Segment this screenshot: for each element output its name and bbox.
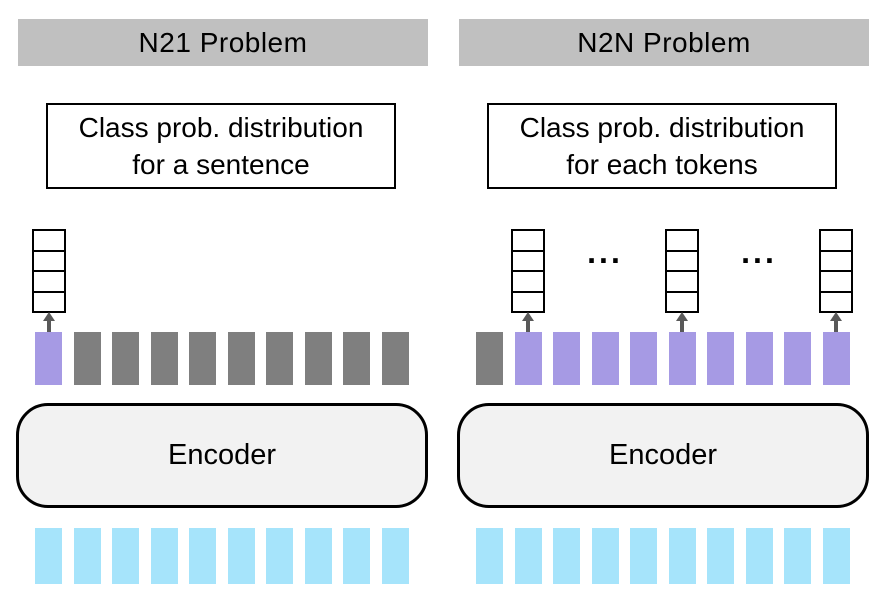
- description-line-2: for a sentence: [132, 149, 310, 180]
- input-token-bar: [553, 528, 580, 584]
- prob-vector-cell: [33, 290, 64, 312]
- encoder-box: Encoder: [457, 403, 869, 508]
- panel-title: N21 Problem: [18, 19, 428, 66]
- token-bar-muted: [343, 332, 370, 385]
- probability-layer: ......: [441, 0, 885, 613]
- input-token-bar: [304, 528, 332, 584]
- token-bar-muted: [381, 332, 409, 385]
- token-bar-highlight: [35, 332, 62, 385]
- prob-vector-cell: [33, 249, 64, 271]
- input-token-bar: [112, 528, 139, 584]
- token-bar-highlight: [630, 332, 657, 385]
- probability-layer: [0, 0, 444, 613]
- input-token-bar: [822, 528, 850, 584]
- token-bar-highlight: [784, 332, 811, 385]
- input-token-bar: [591, 528, 619, 584]
- input-token-bar: [514, 528, 542, 584]
- ellipsis: ...: [741, 234, 777, 270]
- up-arrow-icon: [675, 312, 689, 332]
- panel-n21: N21 Problem Class prob. distribution for…: [0, 0, 444, 613]
- prob-vector-stack: [665, 229, 699, 313]
- description-line-2: for each tokens: [566, 149, 758, 180]
- up-arrow-icon: [521, 312, 535, 332]
- token-row: [476, 332, 850, 385]
- token-bar-muted: [189, 332, 216, 385]
- prob-vector-cell: [667, 231, 697, 250]
- input-token-bar: [35, 528, 62, 584]
- token-bar-highlight: [668, 332, 696, 385]
- prob-vector-cell: [821, 231, 851, 250]
- description-box: Class prob. distribution for a sentence: [46, 103, 396, 189]
- prob-vector-cell: [513, 231, 543, 250]
- input-row: [476, 528, 850, 584]
- token-bar-muted: [73, 332, 101, 385]
- prob-vector-stack: [511, 229, 545, 313]
- up-arrow-icon: [42, 312, 56, 332]
- prob-vector-stack: [819, 229, 853, 313]
- encoder-box: Encoder: [16, 403, 428, 508]
- token-bar-muted: [476, 332, 503, 385]
- input-token-bar: [73, 528, 101, 584]
- ellipsis: ...: [587, 234, 623, 270]
- prob-vector-cell: [513, 249, 543, 271]
- input-token-bar: [266, 528, 293, 584]
- prob-vector-cell: [34, 231, 64, 250]
- token-bar-highlight: [822, 332, 850, 385]
- prob-vector-cell: [667, 290, 697, 312]
- token-row: [35, 332, 409, 385]
- input-row: [35, 528, 409, 584]
- panel-title: N2N Problem: [459, 19, 869, 66]
- token-bar-highlight: [591, 332, 619, 385]
- token-bar-highlight: [707, 332, 734, 385]
- prob-vector-stack: [31, 229, 66, 313]
- token-bar-muted: [150, 332, 178, 385]
- input-token-bar: [150, 528, 178, 584]
- token-bar-muted: [227, 332, 255, 385]
- input-token-bar: [343, 528, 370, 584]
- prob-vector-cell: [33, 270, 64, 291]
- description-line-1: Class prob. distribution: [519, 112, 805, 143]
- input-token-bar: [668, 528, 696, 584]
- token-bar-highlight: [553, 332, 580, 385]
- input-token-bar: [381, 528, 409, 584]
- prob-vector-cell: [667, 249, 697, 271]
- prob-vector-cell: [821, 249, 851, 271]
- input-token-bar: [784, 528, 811, 584]
- input-token-bar: [189, 528, 216, 584]
- token-bar-highlight: [514, 332, 542, 385]
- prob-vector-cell: [667, 270, 697, 291]
- input-token-bar: [227, 528, 255, 584]
- input-token-bar: [707, 528, 734, 584]
- token-bar-highlight: [745, 332, 773, 385]
- prob-vector-cell: [821, 270, 851, 291]
- token-bar-muted: [112, 332, 139, 385]
- panel-n2n: N2N Problem Class prob. distribution for…: [441, 0, 885, 613]
- prob-vector-cell: [513, 270, 543, 291]
- token-bar-muted: [266, 332, 293, 385]
- input-token-bar: [630, 528, 657, 584]
- token-bar-muted: [304, 332, 332, 385]
- up-arrow-icon: [829, 312, 843, 332]
- input-token-bar: [745, 528, 773, 584]
- prob-vector-cell: [513, 290, 543, 312]
- description-line-1: Class prob. distribution: [78, 112, 364, 143]
- prob-vector-cell: [821, 290, 851, 312]
- description-box: Class prob. distribution for each tokens: [487, 103, 837, 189]
- input-token-bar: [476, 528, 503, 584]
